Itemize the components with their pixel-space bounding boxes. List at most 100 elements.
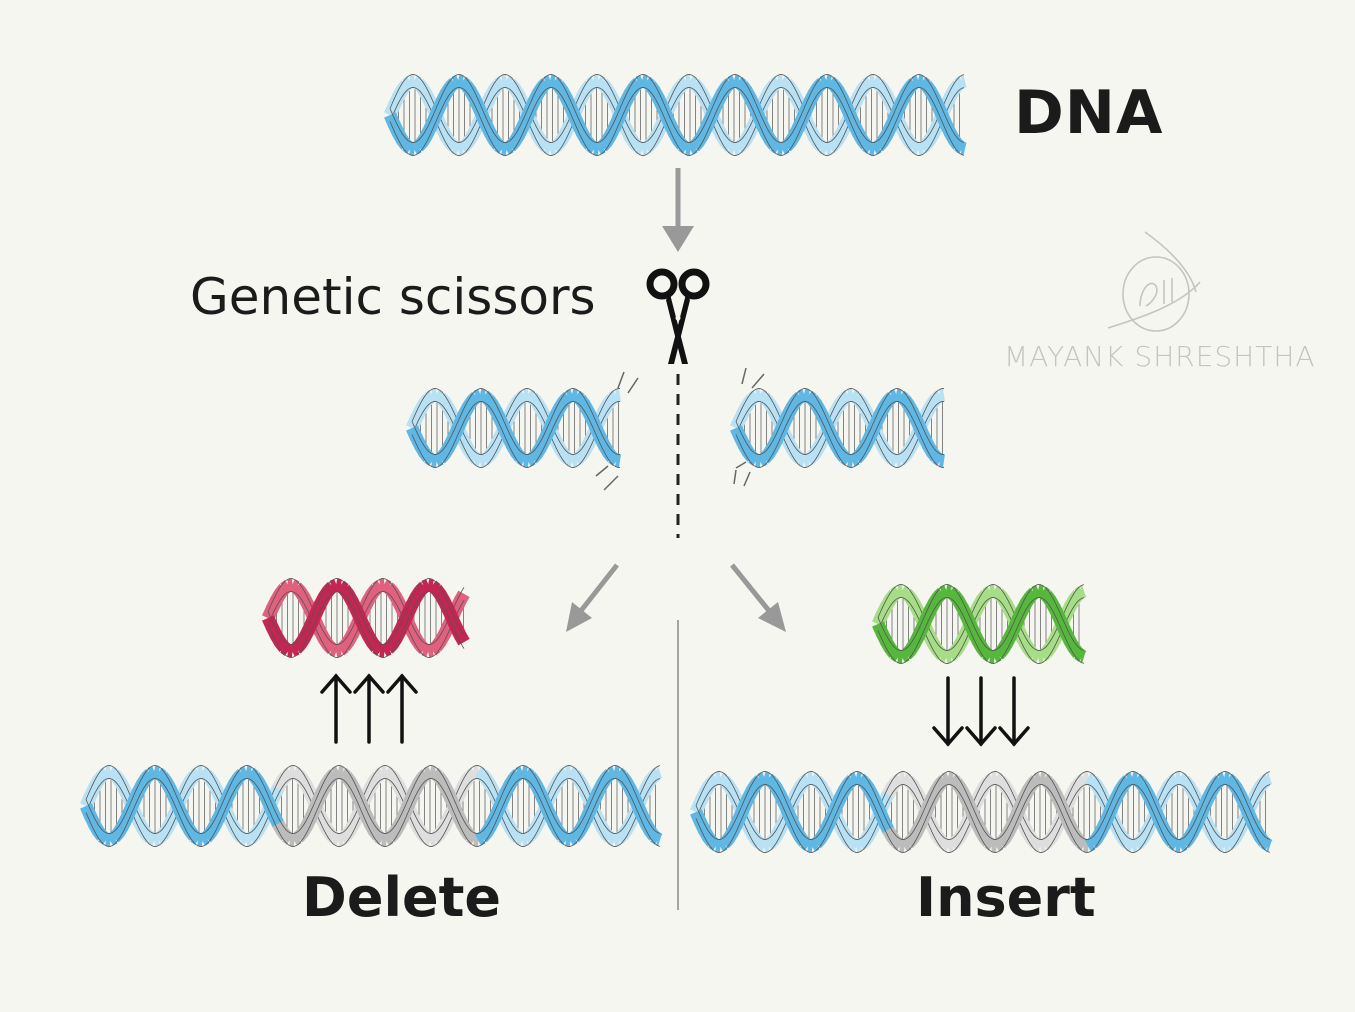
- arrow-down-icon: [662, 168, 694, 252]
- strand-B-segment: [763, 836, 777, 851]
- strand-A-segment: [331, 766, 342, 780]
- strand-A-segment: [586, 139, 599, 154]
- strand-A-segment: [586, 416, 603, 433]
- strand-A-segment: [568, 112, 585, 129]
- strand-B-segment: [550, 438, 567, 453]
- strand-B-segment: [624, 132, 641, 148]
- strand-A-segment: [916, 74, 924, 89]
- strand-B-segment: [742, 394, 758, 408]
- strand-A-segment: [757, 452, 768, 467]
- strand-A-segment: [906, 828, 923, 844]
- strand-B-segment: [386, 587, 403, 602]
- strand-A-segment: [914, 812, 931, 829]
- strand-B-edge: [85, 765, 661, 834]
- strand-A-segment: [84, 812, 101, 828]
- strand-A-segment: [448, 803, 465, 820]
- strand-A-segment: [572, 822, 589, 838]
- strand-B-edge: [267, 591, 465, 658]
- strand-A-segment: [598, 441, 615, 457]
- strand-B-segment: [656, 765, 662, 779]
- strand-A-segment: [402, 139, 415, 154]
- strand-A-segment: [1033, 772, 1044, 786]
- strand-B-segment: [889, 453, 900, 467]
- dna-helix-top: [384, 74, 967, 156]
- strand-B-segment: [329, 643, 340, 657]
- strand-A-segment: [1186, 821, 1203, 837]
- strand-A-segment: [212, 806, 229, 823]
- strand-B-segment: [512, 90, 529, 106]
- strand-A-segment: [766, 436, 783, 452]
- strand-A-segment: [904, 640, 921, 655]
- strand-B-segment: [903, 775, 918, 790]
- strand-A-segment: [580, 806, 597, 823]
- strand-A-segment: [932, 103, 949, 119]
- strand-A-segment: [998, 828, 1015, 844]
- strand-A-segment: [409, 141, 416, 156]
- strand-B-segment: [239, 832, 250, 846]
- strand-A-segment: [856, 135, 872, 150]
- strand-B-segment: [993, 772, 1004, 787]
- arrow-down-right-icon: [730, 563, 786, 632]
- strand-A-segment: [1085, 837, 1096, 852]
- strand-A-segment: [1260, 836, 1273, 851]
- strand-A-segment: [968, 630, 985, 646]
- strand-A-segment: [704, 106, 721, 123]
- strand-B-segment: [1085, 772, 1096, 787]
- strand-A-segment: [1206, 779, 1223, 795]
- strand-A-segment: [811, 834, 826, 849]
- strand-A-segment: [233, 768, 248, 783]
- strand-B-segment: [270, 589, 287, 605]
- strand-A-segment: [746, 779, 763, 795]
- strand-A-segment: [383, 831, 394, 846]
- strand-B-segment: [528, 819, 545, 834]
- strand-B-segment: [323, 640, 338, 655]
- strand-B-segment: [740, 128, 757, 143]
- strand-B-segment: [781, 78, 796, 93]
- strand-B-segment: [1000, 600, 1017, 616]
- strand-A-segment: [516, 451, 529, 466]
- strand-B-segment: [381, 765, 388, 780]
- strand-A-segment: [825, 76, 839, 91]
- strand-A-segment: [450, 419, 467, 436]
- strand-A-segment: [640, 820, 657, 835]
- strand-A-segment: [1040, 590, 1056, 605]
- strand-A-segment: [1250, 826, 1267, 841]
- strand-A-segment: [1119, 774, 1134, 789]
- strand-A-segment: [477, 828, 492, 843]
- strand-A-segment: [770, 139, 783, 154]
- strand-A-segment: [445, 77, 460, 92]
- strand-A-segment: [635, 75, 646, 89]
- strand-B-segment: [824, 141, 832, 156]
- strand-A-edge: [735, 401, 944, 468]
- strand-A-segment: [116, 815, 133, 831]
- strand-A-segment: [381, 832, 388, 847]
- strand-A-segment: [488, 806, 505, 823]
- strand-B-segment: [572, 774, 589, 790]
- strand-A-segment: [176, 812, 193, 828]
- strand-B-segment: [1033, 838, 1044, 852]
- strand-A-segment: [394, 618, 411, 634]
- strand-B-segment: [366, 584, 382, 598]
- strand-A-segment: [318, 586, 335, 601]
- strand-A-segment: [644, 80, 660, 95]
- strand-A-segment: [716, 82, 733, 98]
- strand-A-segment: [372, 641, 385, 656]
- strand-A-segment: [1217, 772, 1228, 786]
- strand-A-segment: [854, 444, 871, 459]
- strand-B-segment: [991, 771, 998, 786]
- strand-A-segment: [782, 809, 799, 826]
- strand-A-segment: [930, 779, 947, 795]
- strand-B-segment: [467, 450, 482, 465]
- strand-A-segment: [454, 631, 470, 646]
- strand-A-segment: [918, 434, 935, 450]
- strand-A-segment: [298, 626, 315, 642]
- strand-B-segment: [508, 83, 525, 99]
- strand-A-segment: [757, 772, 768, 786]
- strand-B-segment: [978, 777, 994, 792]
- strand-B-segment: [648, 128, 665, 143]
- strand-A-segment: [832, 87, 849, 102]
- strand-A-segment: [128, 788, 145, 805]
- strand-B-segment: [458, 438, 475, 453]
- strand-B-segment: [901, 772, 912, 787]
- strand-B-segment: [926, 822, 943, 838]
